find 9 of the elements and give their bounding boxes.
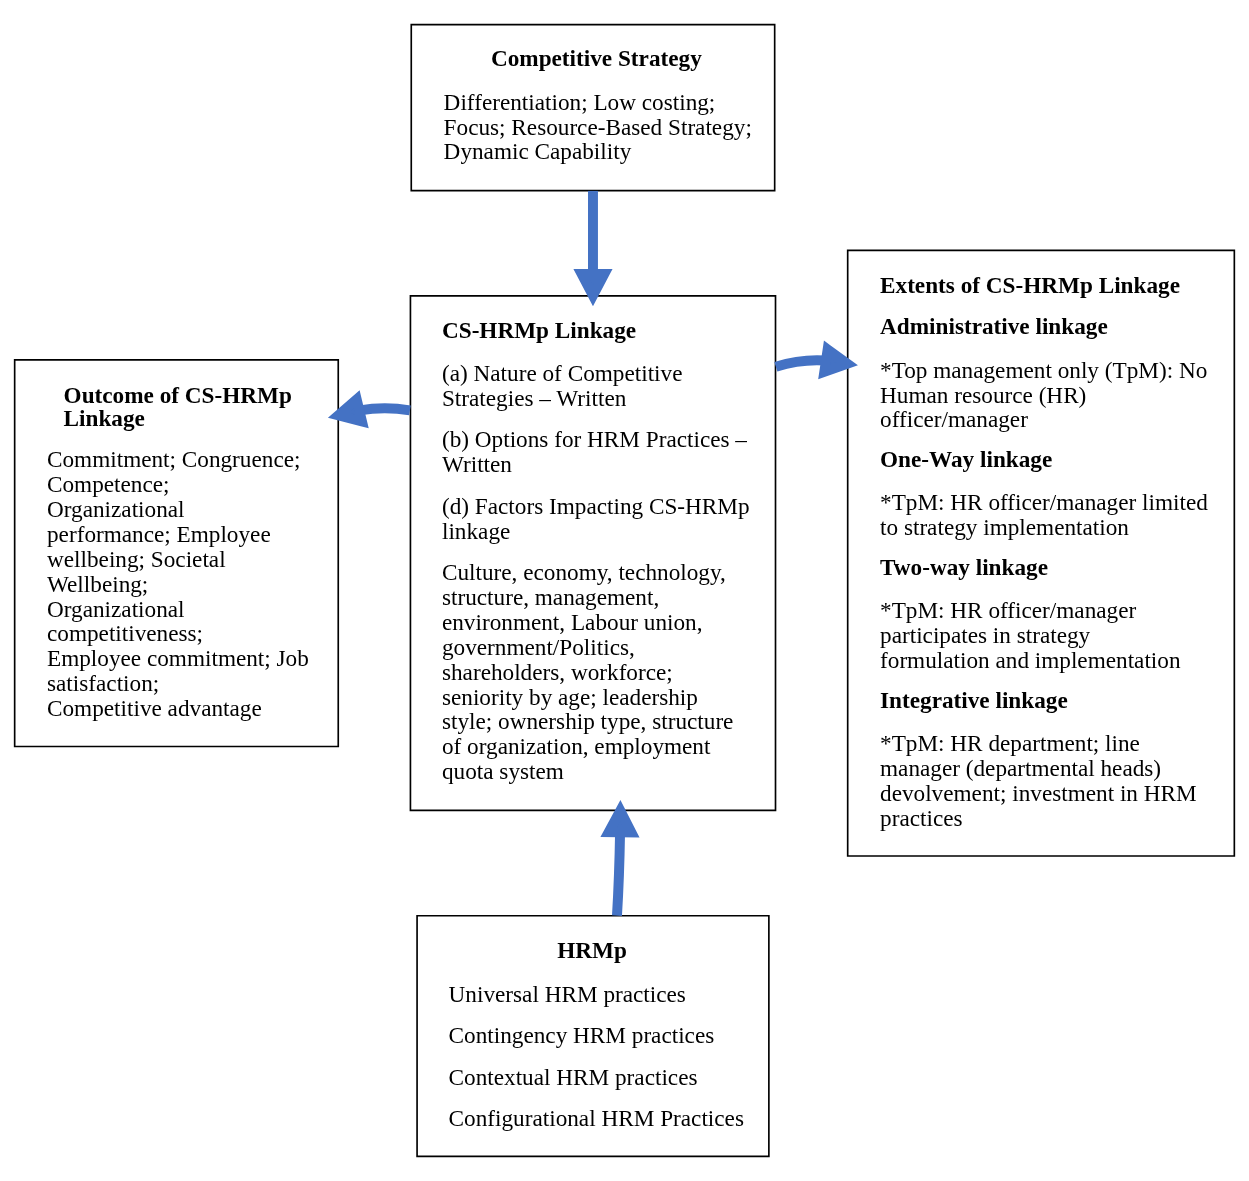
node-box: CS-HRMp Linkage (a) Nature of Competitive Strategies – Written (b) Options for HRM Practices – Written (d) Factors Impacting CS-HRMp linkage Culture, economy, technology, structure, management, environment, Labour union, government/Politics, shareholders, workforce; seniority by age; leadership style; ownership type, structure of organization, employment quota system xyxy=(409,295,777,812)
node-box: Extents of CS-HRMp Linkage Administrative linkage *Top management only (TpM): No Human resource (HR) officer/manager One-Way linkage *TpM: HR officer/manager limited to strategy implementation Two-way linkage *TpM: HR officer/manager participates in strategy formulation and implementation Integrative linkage *TpM: HR department; line manager (departmental heads) devolvement; investment in HRM practices xyxy=(846,249,1236,857)
arrow xyxy=(573,190,613,307)
node-box: Outcome of CS-HRMp Linkage Commitment; Congruence; Competence; Organizational performance; Employee wellbeing; Societal Wellbeing; Organizational competitiveness; Employee commitment; Job satisfaction; Competitive advantage xyxy=(13,359,340,748)
arrow xyxy=(327,390,411,429)
arrow xyxy=(774,340,858,380)
node-box: Competitive Strategy Differentiation; Low costing; Focus; Resource-Based Strategy; Dynamic Capability xyxy=(410,23,776,192)
node-box: HRMp Universal HRM practices Contingency HRM practices Contextual HRM practices Configurational HRM Practices xyxy=(416,914,770,1158)
arrow xyxy=(600,800,640,916)
